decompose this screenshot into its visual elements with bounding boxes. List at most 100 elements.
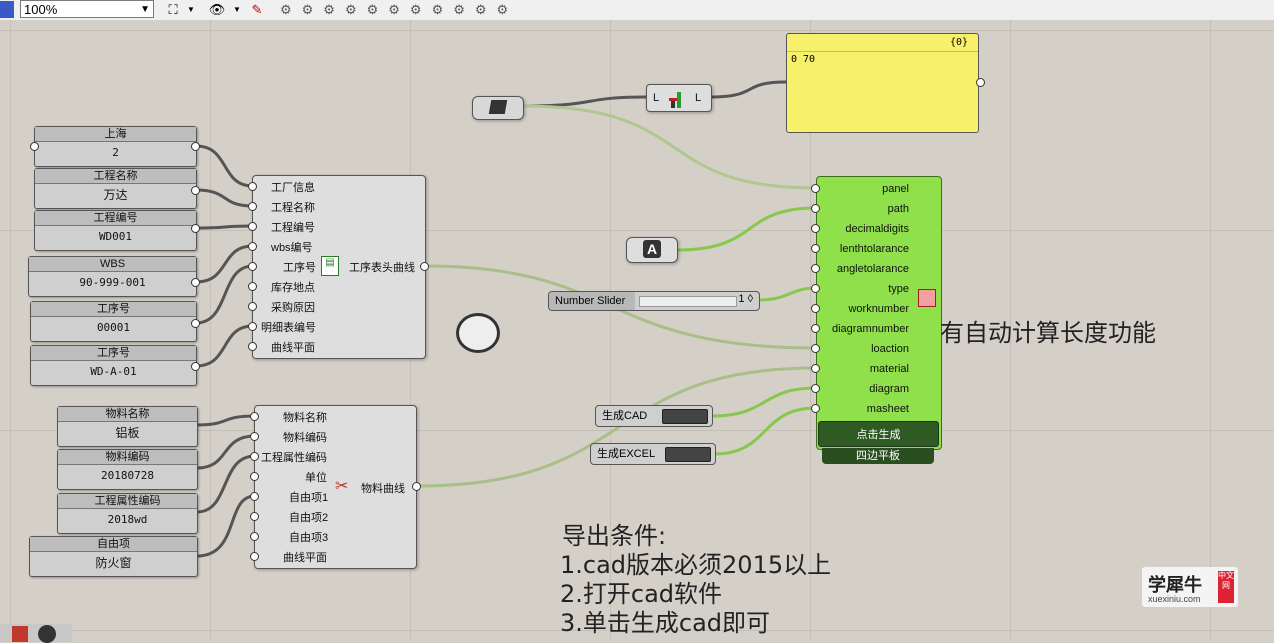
input-label: 单位 xyxy=(305,472,327,484)
param-project-name[interactable]: 工程名称 万达 xyxy=(34,168,197,209)
wire xyxy=(195,244,254,284)
input-label: 明细表编号 xyxy=(261,322,316,334)
component-input-port[interactable] xyxy=(811,344,820,353)
dropdown-icon[interactable]: ▼ xyxy=(187,5,195,14)
param-process-number-2[interactable]: 工序号 WD-A-01 xyxy=(30,345,197,386)
input-label: angletolarance xyxy=(836,263,909,275)
component-input-port[interactable] xyxy=(248,342,257,351)
input-label: 曲线平面 xyxy=(271,342,315,354)
param-output-port[interactable] xyxy=(191,224,200,233)
component-input-port[interactable] xyxy=(811,224,820,233)
param-factory[interactable]: 上海 2 xyxy=(34,126,197,167)
pen-icon[interactable]: ✎ xyxy=(251,2,263,17)
param-output-port[interactable] xyxy=(191,142,200,151)
number-slider[interactable]: Number Slider 1 ◊ xyxy=(548,291,760,311)
component-input-port[interactable] xyxy=(811,284,820,293)
component-input-port[interactable] xyxy=(811,364,820,373)
component-input-port[interactable] xyxy=(250,412,259,421)
geometry-node[interactable] xyxy=(472,96,524,120)
component-input-port[interactable] xyxy=(811,264,820,273)
input-label: path xyxy=(887,203,909,215)
toggle-label: 生成EXCEL xyxy=(597,448,656,460)
box-icon[interactable] xyxy=(12,626,28,642)
input-label: 自由项2 xyxy=(289,512,329,524)
toggle-cad[interactable]: 生成CAD xyxy=(595,405,713,427)
component-input-port[interactable] xyxy=(811,184,820,193)
generate-button[interactable]: 点击生成 xyxy=(818,421,939,447)
output-label: 工序表头曲线 xyxy=(349,262,415,274)
slider-track[interactable] xyxy=(639,296,737,307)
toggle-excel[interactable]: 生成EXCEL xyxy=(590,443,716,465)
param-free-item[interactable]: 自由项 防火窗 xyxy=(29,536,198,577)
param-value: 00001 xyxy=(96,321,131,334)
component-input-port[interactable] xyxy=(250,432,259,441)
dropdown-icon[interactable]: ▼ xyxy=(233,5,241,14)
brush-icon: ✂ xyxy=(335,478,349,495)
component-input-port[interactable] xyxy=(248,202,257,211)
param-property-code[interactable]: 工程属性编码 2018wd xyxy=(57,493,198,534)
component-input-port[interactable] xyxy=(250,532,259,541)
plate-export-component[interactable]: panel path decimaldigits lenthtolarance … xyxy=(816,176,942,450)
grasshopper-canvas[interactable] xyxy=(0,20,1274,642)
component-input-port[interactable] xyxy=(248,282,257,291)
process-header-component[interactable]: 工厂信息 工程名称 工程编号 wbs编号 工序号 库存地点 采购原因 明细表编号… xyxy=(252,175,426,359)
wire xyxy=(757,286,817,302)
component-input-port[interactable] xyxy=(811,304,820,313)
sphere-icon[interactable] xyxy=(38,625,56,643)
fit-view-icon[interactable]: ⛶ xyxy=(168,2,178,17)
param-output-port[interactable] xyxy=(191,186,200,195)
input-label: 工厂信息 xyxy=(271,182,315,194)
param-header: 物料编码 xyxy=(58,450,197,465)
param-output-port[interactable] xyxy=(191,319,200,328)
param-material-name[interactable]: 物料名称 铝板 xyxy=(57,406,198,447)
text-node[interactable]: A xyxy=(626,237,678,263)
tools-icon[interactable]: ⚙⚙⚙⚙⚙⚙⚙⚙⚙⚙⚙ xyxy=(280,2,519,17)
toggle-switch[interactable] xyxy=(662,409,708,424)
component-input-port[interactable] xyxy=(248,242,257,251)
component-input-port[interactable] xyxy=(248,222,257,231)
zoom-dropdown[interactable]: 100% ▼ xyxy=(20,0,154,18)
chevron-down-icon: ▼ xyxy=(140,4,150,15)
param-project-number[interactable]: 工程编号 WD001 xyxy=(34,210,197,251)
component-input-port[interactable] xyxy=(248,262,257,271)
param-wbs[interactable]: WBS 90-999-001 xyxy=(28,256,197,297)
component-input-port[interactable] xyxy=(811,204,820,213)
component-input-port[interactable] xyxy=(250,472,259,481)
zoom-value: 100% xyxy=(24,2,58,17)
geometry-icon xyxy=(488,100,508,114)
component-input-port[interactable] xyxy=(250,552,259,561)
param-material-code[interactable]: 物料编码 20180728 xyxy=(57,449,198,490)
watermark-badge: 中文网 xyxy=(1218,571,1234,603)
component-input-port[interactable] xyxy=(811,404,820,413)
toggle-switch[interactable] xyxy=(665,447,711,462)
component-input-port[interactable] xyxy=(248,182,257,191)
param-process-number[interactable]: 工序号 00001 xyxy=(30,301,197,342)
timer-icon[interactable] xyxy=(456,313,500,353)
wire xyxy=(195,264,254,325)
material-curve-component[interactable]: 物料名称 物料编码 工程属性编码 单位 自由项1 自由项2 自由项3 曲线平面 … xyxy=(254,405,417,569)
list-length-component[interactable]: L L xyxy=(646,84,712,112)
param-output-port[interactable] xyxy=(191,278,200,287)
component-input-port[interactable] xyxy=(250,452,259,461)
save-icon[interactable] xyxy=(0,1,14,18)
component-input-port[interactable] xyxy=(811,244,820,253)
component-output-port[interactable] xyxy=(420,262,429,271)
wire xyxy=(196,414,256,427)
component-input-port[interactable] xyxy=(811,384,820,393)
wire xyxy=(709,80,787,99)
component-input-port[interactable] xyxy=(250,512,259,521)
panel-output-port[interactable] xyxy=(976,78,985,87)
input-label: panel xyxy=(882,183,909,195)
component-input-port[interactable] xyxy=(248,302,257,311)
param-input-port[interactable] xyxy=(30,142,39,151)
param-header: 工序号 xyxy=(31,302,196,317)
param-header: 工程编号 xyxy=(35,211,196,226)
param-output-port[interactable] xyxy=(191,362,200,371)
eye-icon[interactable]: 👁 xyxy=(208,2,226,17)
component-input-port[interactable] xyxy=(250,492,259,501)
component-output-port[interactable] xyxy=(412,482,421,491)
panel[interactable]: {0} 0 70 xyxy=(786,33,979,133)
param-value: 铝板 xyxy=(115,426,140,440)
component-input-port[interactable] xyxy=(811,324,820,333)
component-input-port[interactable] xyxy=(248,322,257,331)
